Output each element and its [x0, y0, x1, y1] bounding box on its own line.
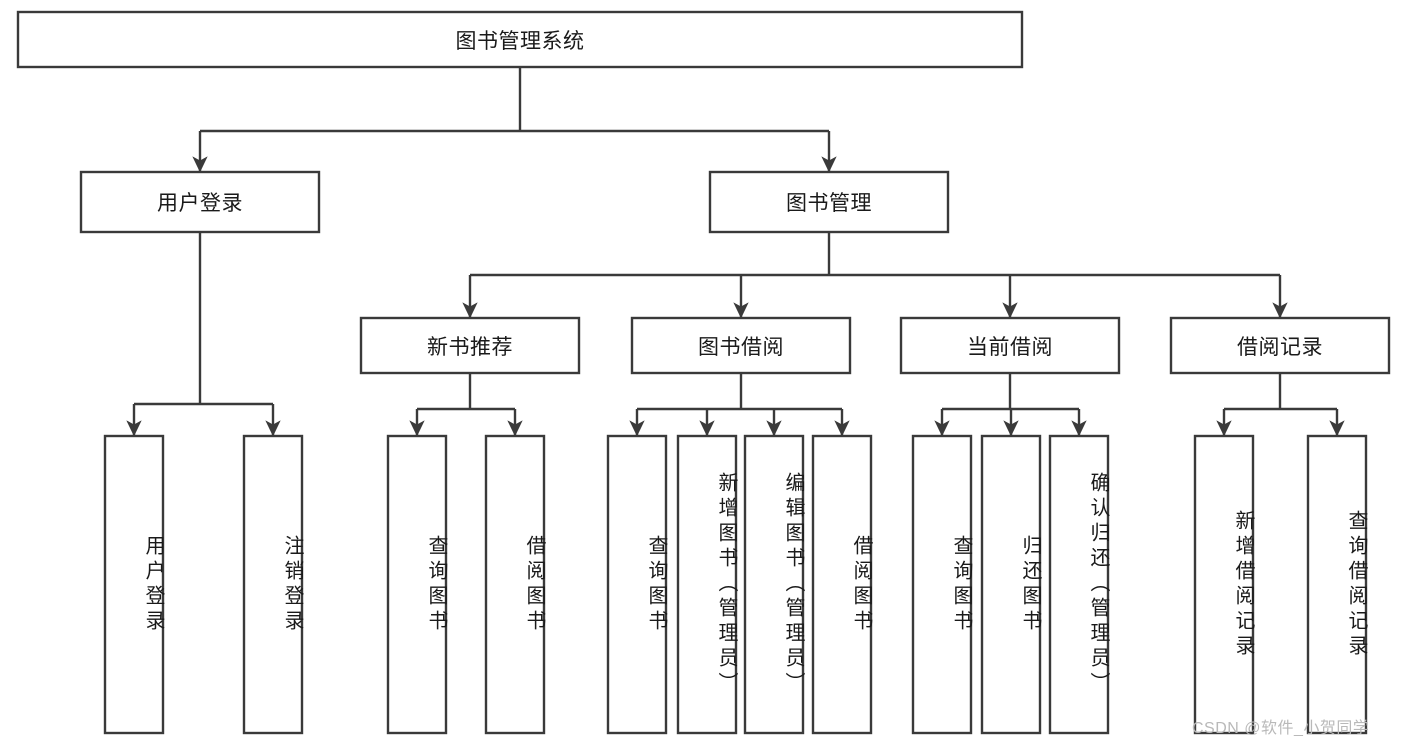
node-box-leaf-borrow-book: [811, 434, 873, 735]
node-box-root: [16, 10, 1024, 69]
node-box-book-borrow: [630, 316, 852, 375]
node-box-user-login: [79, 170, 321, 234]
node-boxes-layer: [16, 10, 1391, 735]
node-box-leaf-confirm-return-admin: [1048, 434, 1110, 735]
node-box-leaf-query-borrow-record: [1306, 434, 1368, 735]
connectors-layer: [126, 67, 1345, 437]
node-box-leaf-add-borrow-record: [1193, 434, 1255, 735]
node-box-leaf-user-logout: [242, 434, 304, 735]
node-box-leaf-borrow-book-rec: [484, 434, 546, 735]
node-box-leaf-query-book-rec: [386, 434, 448, 735]
node-box-leaf-add-book-admin: [676, 434, 738, 735]
node-box-book-manage: [708, 170, 950, 234]
node-box-leaf-edit-book-admin: [743, 434, 805, 735]
node-box-leaf-query-book-borrow: [606, 434, 668, 735]
node-box-current-borrow: [899, 316, 1121, 375]
node-box-leaf-return-book: [980, 434, 1042, 735]
node-box-leaf-user-login: [103, 434, 165, 735]
node-box-leaf-query-book-current: [911, 434, 973, 735]
node-box-new-book-recommend: [359, 316, 581, 375]
node-box-borrow-record: [1169, 316, 1391, 375]
